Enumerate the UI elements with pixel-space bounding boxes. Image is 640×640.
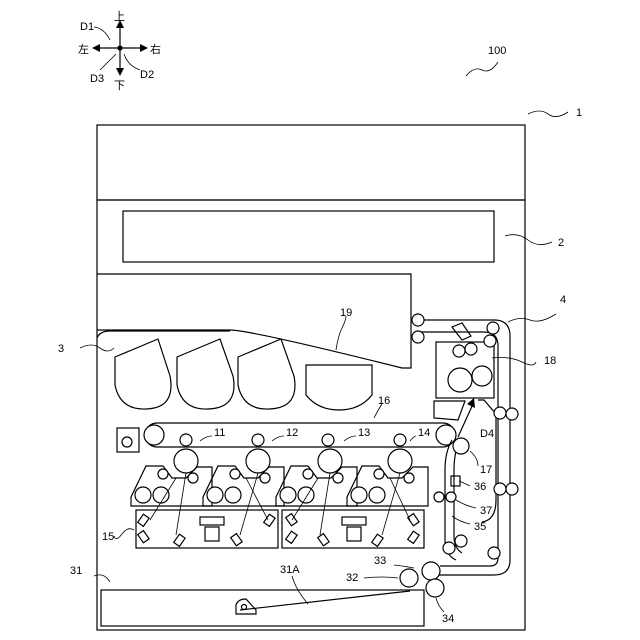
toner-cartridges bbox=[115, 339, 372, 410]
ref-14: 14 bbox=[418, 427, 430, 439]
ref-37: 37 bbox=[480, 505, 492, 517]
image-forming-stations bbox=[131, 449, 428, 506]
d4-arrow bbox=[458, 404, 473, 437]
ref-13: 13 bbox=[358, 427, 370, 439]
ref-3: 3 bbox=[58, 343, 64, 355]
ref-4: 4 bbox=[560, 294, 566, 306]
compass-right-label: 右 bbox=[150, 42, 161, 56]
ref-31a: 31A bbox=[280, 564, 300, 576]
ref-2: 2 bbox=[558, 237, 564, 249]
paper-cassette-31 bbox=[101, 590, 424, 626]
ref-33: 33 bbox=[374, 555, 386, 567]
ref-11: 11 bbox=[214, 427, 225, 439]
exposure-unit-15 bbox=[136, 473, 424, 548]
ref-18: 18 bbox=[544, 355, 556, 367]
compass-d2-label: D2 bbox=[140, 69, 154, 81]
d4-label: D4 bbox=[480, 428, 494, 440]
ref-35: 35 bbox=[474, 521, 486, 533]
ref-12: 12 bbox=[286, 427, 298, 439]
ref-19: 19 bbox=[340, 307, 352, 319]
ref-15: 15 bbox=[102, 531, 114, 543]
ref-1: 1 bbox=[576, 107, 582, 119]
compass-down-label: 下 bbox=[114, 79, 125, 92]
compass-up-label: 上 bbox=[114, 10, 125, 23]
scanner-housing bbox=[97, 125, 525, 200]
compass-left-label: 左 bbox=[78, 43, 89, 56]
ref-34: 34 bbox=[442, 613, 454, 625]
ref-36: 36 bbox=[474, 481, 486, 493]
operation-unit-2 bbox=[123, 211, 494, 262]
compass-d3-label: D3 bbox=[90, 73, 104, 85]
ref-17: 17 bbox=[480, 464, 492, 476]
direction-compass: 上 下 左 右 D1 D2 D3 bbox=[78, 10, 161, 92]
ref-31: 31 bbox=[70, 565, 82, 577]
ref-32: 32 bbox=[346, 572, 358, 584]
compass-d1-label: D1 bbox=[80, 21, 94, 33]
guide-plate bbox=[434, 401, 465, 420]
output-tray-19 bbox=[97, 274, 411, 368]
fixing-unit-18 bbox=[412, 314, 499, 398]
ref-100: 100 bbox=[488, 45, 506, 57]
ref-16: 16 bbox=[378, 395, 390, 407]
